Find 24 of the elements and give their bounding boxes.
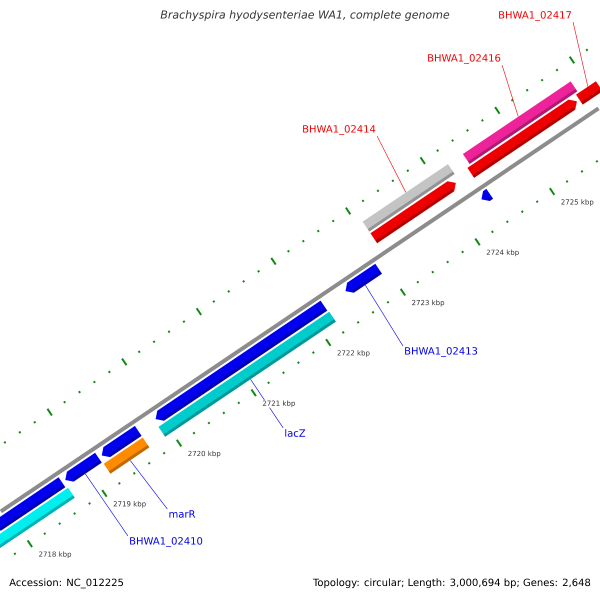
leader-line [376, 136, 406, 193]
gene-label: BHWA1_02413 [405, 347, 478, 357]
title: Brachyspira hyodysenteriae WA1, complete genome [160, 10, 450, 21]
leader-line [572, 22, 588, 87]
leader-line [85, 474, 128, 536]
gene-label: BHWA1_02410 [130, 537, 202, 547]
gene-feature [65, 452, 102, 482]
gene-feature [362, 164, 455, 232]
gene-feature [345, 264, 382, 293]
gene-feature [462, 81, 578, 164]
gene-feature [158, 312, 336, 437]
gene-label: BHWA1_02417 [499, 11, 571, 21]
footer-text: Accession: NC_012225 [9, 578, 124, 588]
gene-label: lacZ [285, 429, 306, 437]
leader-line [130, 460, 168, 510]
leader-line [250, 379, 284, 428]
gene-label: marR [169, 510, 196, 518]
footer-text: Topology: circular; Length: 3,000,694 bp; Genes: 2,648 [312, 578, 590, 588]
gene-feature [576, 81, 600, 105]
leader-line [365, 284, 404, 346]
leader-line [502, 64, 518, 117]
gene-label: BHWA1_02416 [428, 54, 500, 64]
gene-label: BHWA1_02414 [303, 125, 376, 135]
gene-feature [104, 437, 150, 474]
